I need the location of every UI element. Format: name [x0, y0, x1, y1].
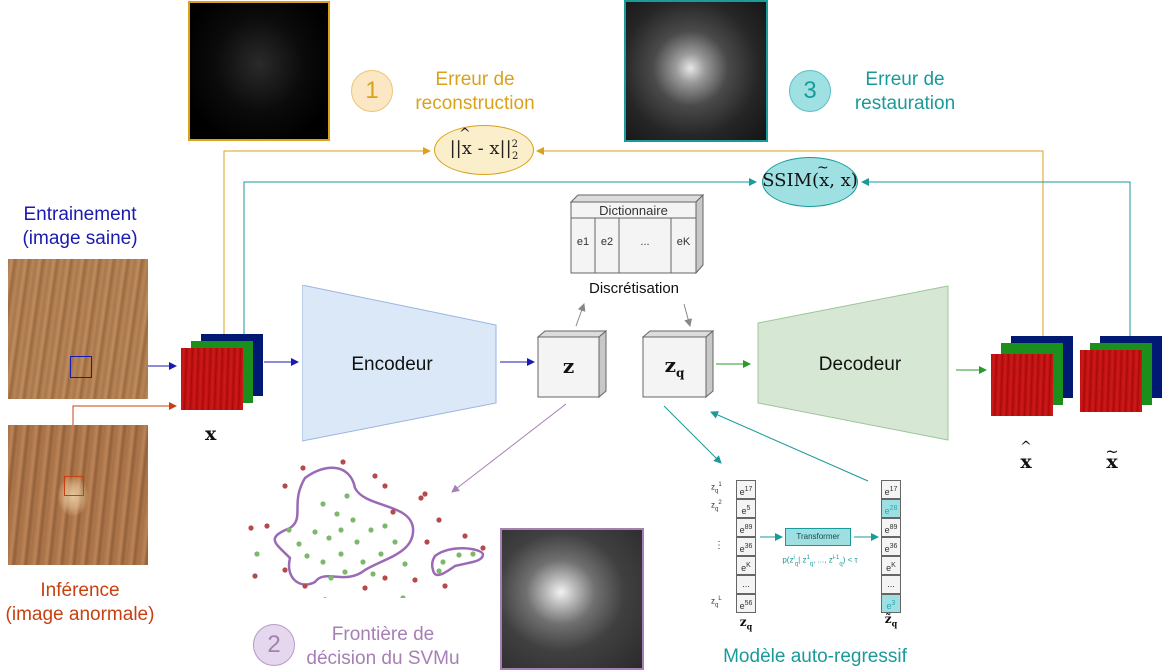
- ssim-formula: SSIM(x, x): [762, 170, 858, 191]
- encoder-label: Encodeur: [351, 354, 433, 375]
- z-to-svm-arrow: [451, 403, 567, 493]
- left-cell-3: e36: [736, 537, 756, 556]
- x-label: x: [205, 423, 217, 445]
- left-cell-5: ...: [736, 575, 756, 594]
- error-1-title-line2: reconstruction: [415, 93, 535, 114]
- dict-to-zq-arrow: [683, 303, 693, 327]
- xhat-accent: ^: [1020, 439, 1032, 455]
- right-cell-5: ...: [881, 575, 901, 594]
- mse-ellipse: [434, 125, 534, 175]
- right-footer-zq-tilde: z̃q: [884, 612, 898, 629]
- zq-to-autoreg-arrow: [663, 405, 722, 464]
- healthy-wood-image: [8, 259, 148, 399]
- right-cell-1: e28: [881, 499, 901, 518]
- restoration-error-map: [624, 0, 768, 142]
- error-3-badge: 3: [789, 70, 831, 112]
- decoder-block: [757, 285, 949, 441]
- transformer-arrows: [760, 533, 879, 541]
- reconstruction-error-map: [188, 1, 330, 141]
- right-cell-0: e17: [881, 480, 901, 499]
- error-3-title-line2: restauration: [854, 93, 956, 114]
- decoder-label: Decodeur: [818, 354, 902, 375]
- dictionary-title: Dictionnaire: [599, 203, 668, 218]
- xtilde-label: x: [1106, 451, 1118, 473]
- train-title-line1: Entrainement: [23, 204, 137, 225]
- inference-title-line2: (image anormale): [5, 604, 155, 625]
- left-cell-1: e5: [736, 499, 756, 518]
- inference-patch-box: [64, 476, 84, 496]
- row-label-zq2: zq2: [711, 500, 722, 513]
- mse-formula: ||x - x||22: [449, 138, 519, 162]
- left-cell-0: e17: [736, 480, 756, 499]
- error-1-title-line1: Erreur de: [435, 69, 515, 90]
- svm-boundary-main: [273, 466, 415, 586]
- dict-cell-dots: ...: [640, 236, 650, 248]
- z-label: z: [562, 354, 575, 378]
- discretisation-label: Discrétisation: [588, 280, 680, 297]
- ssim-ellipse: [762, 157, 858, 207]
- autoreg-title: Modèle auto-regressif: [723, 646, 907, 667]
- left-cell-2: e89: [736, 518, 756, 537]
- svm-anomaly-map: [500, 528, 644, 670]
- transformer-probability: p(ziq| z1q, ..., zi-1q) < τ: [782, 555, 858, 568]
- row-label-zqL: zqL: [711, 596, 722, 609]
- inference-title-line1: Inférence: [40, 580, 120, 601]
- svm-boundary-small: [430, 547, 485, 577]
- error-3-title-line1: Erreur de: [865, 69, 945, 90]
- row-label-vdots: ⋮: [714, 540, 724, 551]
- mse-hat: ^: [459, 126, 471, 142]
- transformer-block: Transformer: [785, 528, 851, 546]
- encoder-block: [302, 285, 497, 442]
- dictionary-block: [570, 194, 704, 274]
- ssim-left-line: [243, 178, 757, 334]
- dict-cell-e1: e1: [576, 236, 590, 248]
- svm-title-line2: décision du SVMu: [306, 648, 460, 669]
- svm-badge: 2: [253, 624, 295, 666]
- xtilde-channel-red: [1080, 350, 1142, 412]
- right-cell-4: eK: [881, 556, 901, 575]
- xtilde-accent: ~: [1105, 442, 1119, 461]
- dict-cell-ek: eK: [676, 236, 691, 248]
- xhat-label: x: [1020, 451, 1032, 473]
- zq-cube: [642, 330, 714, 399]
- z-cube: [537, 330, 607, 399]
- z-to-dict-arrow: [575, 303, 586, 327]
- mse-right-line: [536, 147, 1044, 336]
- autoreg-to-decoder-arrow: [710, 411, 869, 482]
- mse-left-line: [223, 147, 431, 338]
- svm-scatter: [248, 459, 486, 598]
- left-cell-4: eK: [736, 556, 756, 575]
- zq-label: zq: [664, 353, 685, 380]
- left-cell-6: e56: [736, 594, 756, 613]
- train-title-line2: (image saine): [22, 228, 138, 249]
- right-cell-3: e36: [881, 537, 901, 556]
- dict-cell-e2: e2: [600, 236, 614, 248]
- ssim-tilde: ~: [817, 160, 829, 176]
- svm-title-line1: Frontière de: [331, 624, 435, 645]
- left-footer-zq: zq: [739, 615, 753, 632]
- right-cell-2: e89: [881, 518, 901, 537]
- row-label-zq1: zq1: [711, 482, 722, 495]
- right-cell-6: e3: [881, 594, 901, 613]
- x-channel-red: [181, 348, 243, 410]
- error-1-badge: 1: [351, 70, 393, 112]
- ssim-right-line: [861, 178, 1131, 336]
- xhat-channel-red: [991, 354, 1053, 416]
- train-patch-box: [70, 356, 92, 378]
